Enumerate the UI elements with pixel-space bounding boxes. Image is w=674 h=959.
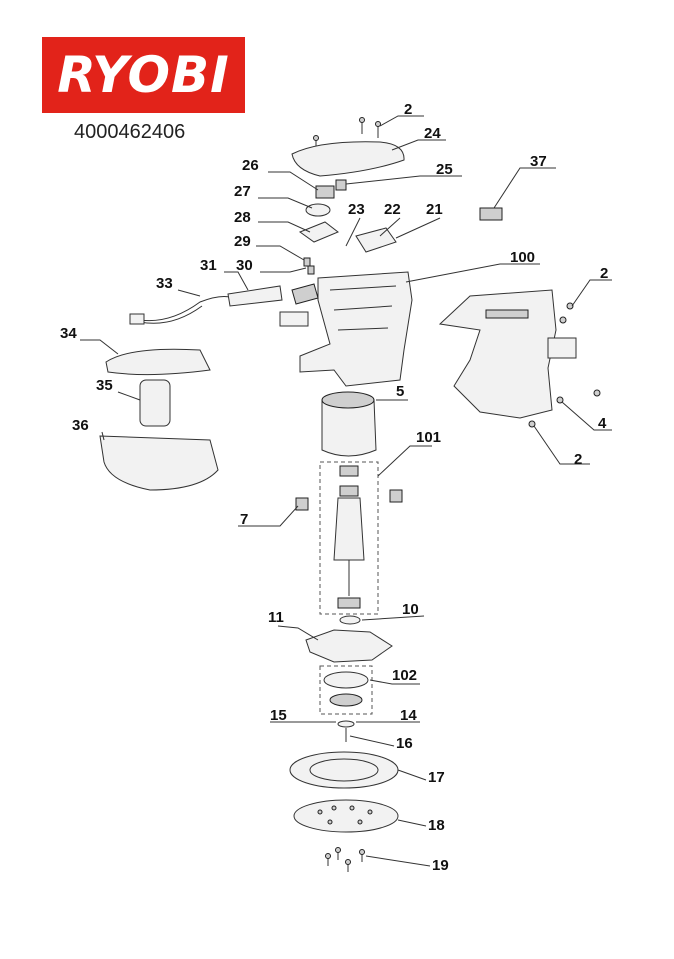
callout-100: 100 [510, 249, 535, 266]
callout-35: 35 [96, 377, 113, 394]
callout-11: 11 [268, 609, 284, 626]
small-part [303, 257, 311, 267]
callout-18: 18 [428, 817, 445, 834]
callout-29: 29 [234, 233, 251, 250]
callout-22: 22 [384, 201, 401, 218]
label-patch [547, 337, 577, 359]
fan [305, 629, 393, 663]
bearing-top [339, 465, 359, 477]
dust-lid [105, 348, 211, 376]
sanding-pad [293, 799, 399, 833]
dust-box [99, 435, 219, 491]
cord-plug [129, 313, 145, 325]
right-housing [438, 289, 557, 419]
callout-33: 33 [156, 275, 173, 292]
bearing-group [319, 665, 373, 715]
brush-right [389, 489, 403, 503]
cord-clamp [291, 283, 319, 305]
pad-screws [325, 847, 365, 872]
callout-30: 30 [236, 257, 253, 274]
top-cover [291, 141, 405, 177]
callout-4: 4 [598, 415, 607, 432]
callout-10: 10 [402, 601, 419, 618]
callout-101: 101 [416, 429, 441, 446]
logo-text: RYOBI [57, 46, 230, 104]
callout-17: 17 [428, 769, 445, 786]
callout-2-top: 2 [404, 101, 412, 118]
small-part-2 [307, 265, 315, 275]
switch-part [335, 179, 347, 191]
washer [339, 615, 361, 625]
plate [298, 221, 339, 243]
screw-top [313, 117, 381, 152]
callout-21: 21 [426, 201, 443, 218]
callout-36: 36 [72, 417, 89, 434]
pad-holes [317, 805, 373, 825]
stator-top [321, 391, 375, 409]
armature [333, 497, 365, 561]
right-housing-vent [485, 309, 529, 319]
base-plate [289, 751, 399, 789]
strain-relief [227, 285, 283, 307]
callout-14: 14 [400, 707, 417, 724]
callout-labels: 2 24 26 25 37 27 23 22 21 28 29 100 2 31… [60, 101, 608, 874]
callout-24: 24 [424, 125, 441, 142]
cord-label [279, 311, 309, 327]
screw-right [528, 302, 601, 428]
bearing-bottom [337, 597, 361, 609]
base-plate-inner [309, 758, 379, 782]
callout-102: 102 [392, 667, 417, 684]
knob [305, 203, 331, 217]
callout-19: 19 [432, 857, 449, 874]
callout-2-right: 2 [600, 265, 608, 282]
pad-block [479, 207, 503, 221]
callout-37: 37 [530, 153, 547, 170]
callout-23: 23 [348, 201, 365, 218]
armature-group [319, 461, 379, 615]
power-cord [139, 296, 239, 322]
callout-16: 16 [396, 735, 413, 752]
button-block [315, 185, 335, 199]
callout-2-lower: 2 [574, 451, 582, 468]
callout-5: 5 [396, 383, 404, 400]
callout-31: 31 [200, 257, 217, 274]
counterweight [323, 671, 369, 689]
small-washer [337, 720, 355, 728]
callout-7: 7 [240, 511, 248, 528]
dust-filter [139, 379, 171, 427]
power-cord-2 [139, 305, 203, 324]
callout-27: 27 [234, 183, 251, 200]
callout-28: 28 [234, 209, 251, 226]
commutator [339, 485, 359, 497]
ryobi-logo: RYOBI [42, 37, 245, 113]
leader-lines [80, 115, 612, 867]
housing-detail [329, 285, 397, 331]
callout-15: 15 [270, 707, 287, 724]
callout-26: 26 [242, 157, 259, 174]
part-number: 4000462406 [74, 121, 186, 143]
callout-34: 34 [60, 325, 77, 342]
bearing [329, 693, 363, 707]
callout-25: 25 [436, 161, 453, 178]
brush-left [295, 497, 309, 511]
switch-assembly [355, 227, 397, 253]
